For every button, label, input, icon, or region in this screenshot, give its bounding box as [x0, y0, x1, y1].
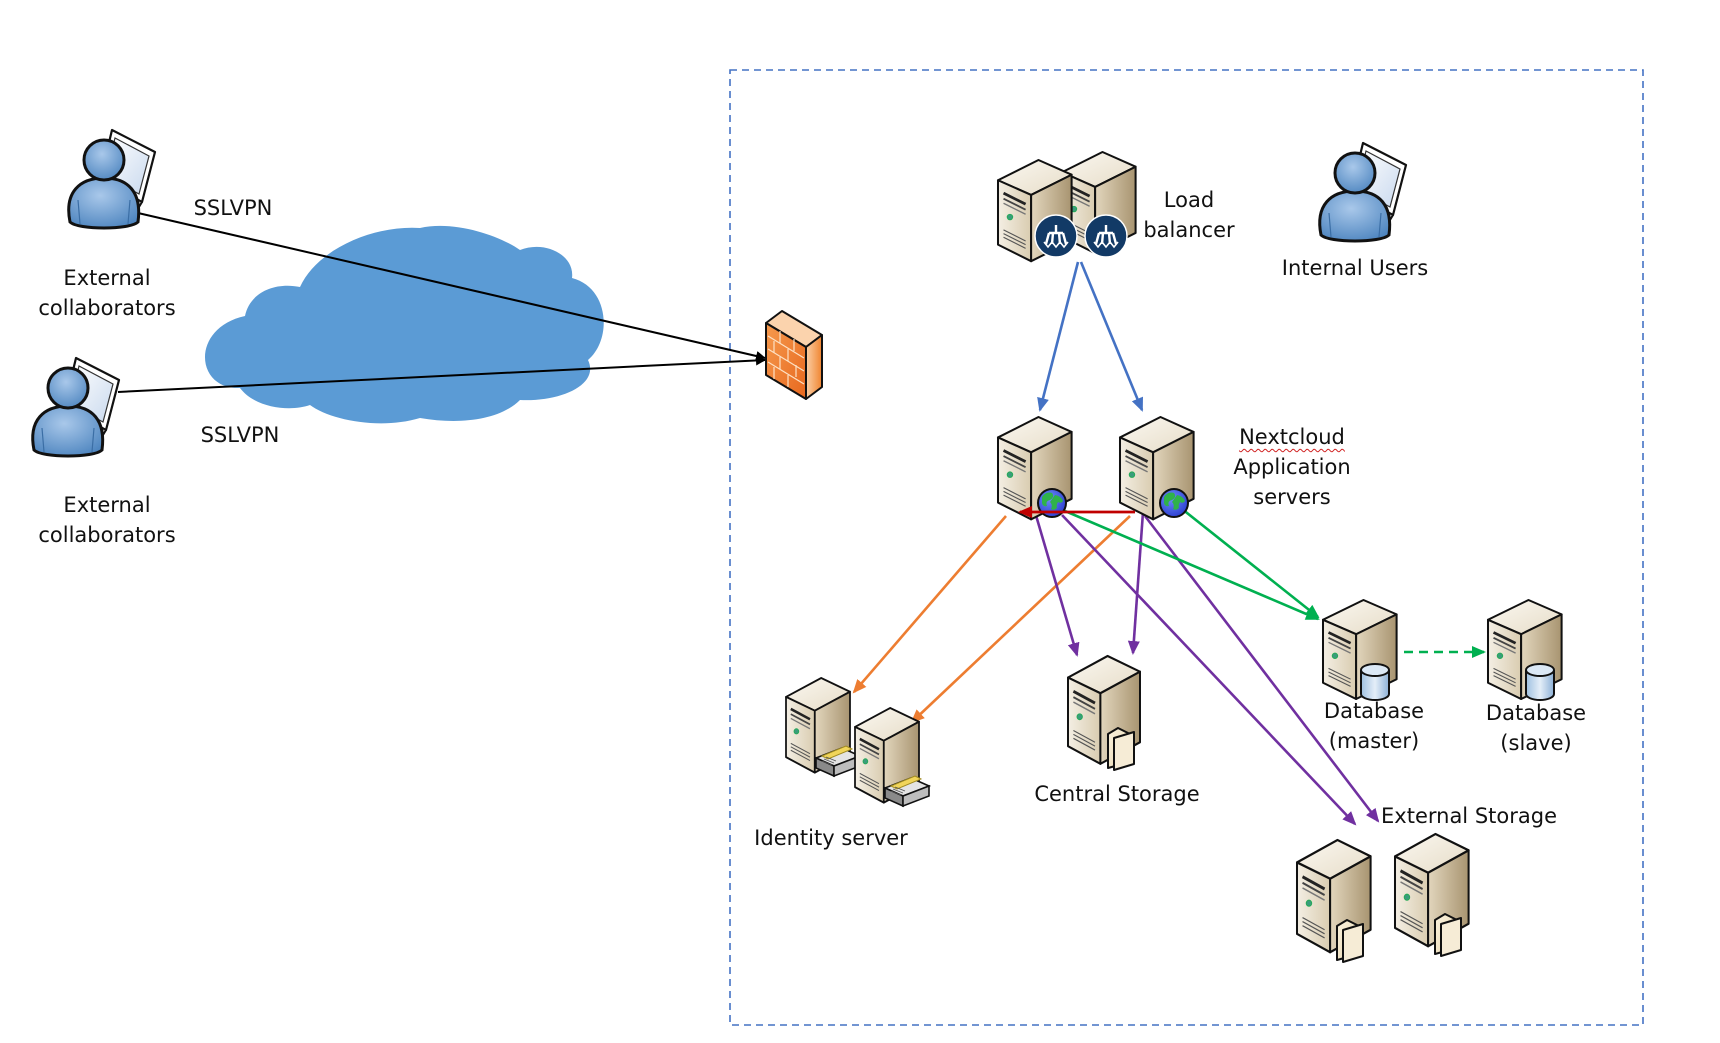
database-slave-label: Database (slave): [1486, 698, 1586, 758]
load-balancer-label: Load balancer: [1143, 185, 1234, 245]
label-line: (master): [1328, 729, 1420, 753]
app-server-2-icon: [1118, 415, 1195, 521]
label-line: External: [63, 493, 151, 517]
firewall-icon: [765, 310, 823, 400]
database-master-label: Database (master): [1324, 696, 1424, 756]
external-collaborators-label-1: External collaborators: [38, 263, 175, 323]
database-master-icon: [1321, 598, 1398, 701]
app-servers-label: Nextcloud Application servers: [1233, 422, 1350, 512]
identity-server-icon: [784, 676, 930, 807]
central-storage-link-2: [1127, 511, 1145, 655]
sslvpn-label-2: SSLVPN: [200, 423, 280, 447]
label-line: Database: [1485, 701, 1587, 725]
database-slave-icon: [1486, 598, 1563, 701]
internal-users-label: Internal Users: [1282, 253, 1428, 283]
central-storage-label: Central Storage: [1034, 779, 1199, 809]
app-server-1-icon: [996, 415, 1073, 521]
identity-link-2: [910, 515, 1131, 724]
label-line: Internal Users: [1281, 256, 1429, 280]
internal-users-icon: [1318, 141, 1408, 243]
label-line: balancer: [1143, 218, 1235, 242]
load-balancer-icon: [996, 150, 1137, 263]
db-link-2: [1176, 503, 1320, 619]
external-storage-label: External Storage: [1381, 801, 1557, 831]
label-line: Central Storage: [1034, 782, 1200, 806]
label-line: External Storage: [1381, 804, 1557, 828]
cloud-icon: [205, 225, 604, 424]
label-line: collaborators: [38, 296, 176, 320]
sslvpn-link-2: [117, 355, 766, 393]
central-storage-link-1: [1033, 511, 1080, 657]
label-line: (slave): [1500, 731, 1572, 755]
identity-link-1: [852, 515, 1007, 694]
central-storage-icon: [1066, 654, 1142, 771]
sslvpn-label-1: SSLVPN: [193, 196, 273, 220]
label-line: Database: [1323, 699, 1425, 723]
label-line: Identity server: [754, 826, 908, 850]
external-collaborators-label-2: External collaborators: [38, 490, 175, 550]
label-line: Application: [1233, 455, 1351, 479]
label-line: collaborators: [38, 523, 176, 547]
lb-link-app1: [1037, 261, 1080, 412]
external-storage-icon: [1295, 832, 1471, 963]
db-link-1: [1057, 506, 1320, 621]
label-line: servers: [1253, 485, 1331, 509]
identity-server-label: Identity server: [754, 823, 908, 853]
external-storage-link-2: [1143, 515, 1380, 823]
label-line: External: [63, 266, 151, 290]
external-collaborator-2-icon: [31, 356, 121, 458]
label-line: Load: [1163, 188, 1215, 212]
internal-network-boundary: [729, 69, 1644, 1026]
label-line: Nextcloud: [1239, 425, 1345, 449]
external-storage-link-1: [1061, 514, 1357, 826]
lb-link-app2: [1079, 261, 1144, 412]
sslvpn-link-1: [137, 212, 766, 361]
